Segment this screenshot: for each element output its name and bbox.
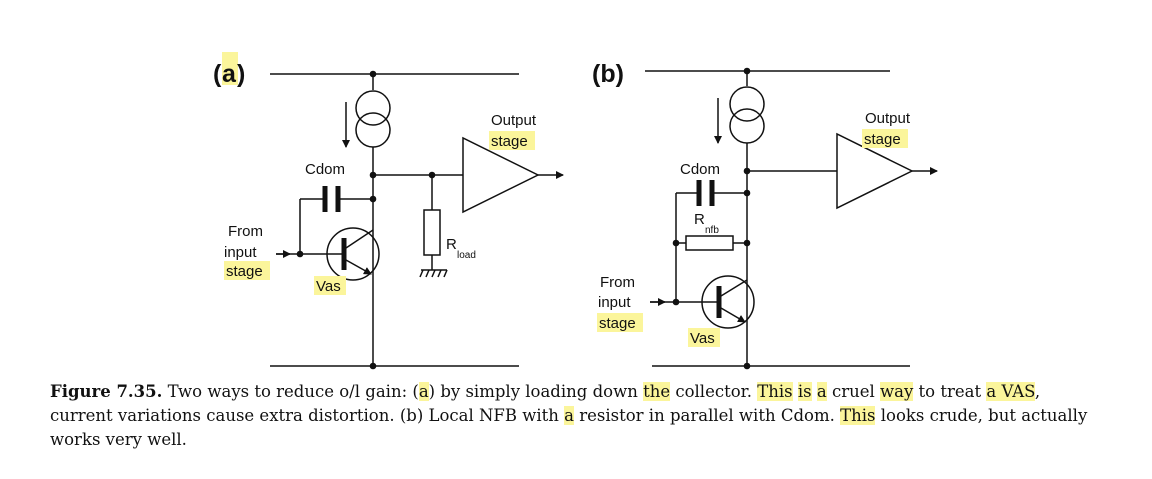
ground-icon xyxy=(419,269,448,278)
rload-subscript: load xyxy=(457,250,476,261)
current-source-a xyxy=(342,74,391,366)
from-label-b: From xyxy=(600,274,635,291)
panel-a-label-close: ) xyxy=(237,60,245,88)
output-label-b: Output xyxy=(865,110,911,127)
caption-text: Two ways to reduce o/l gain: ( xyxy=(162,382,419,401)
cdom-capacitor-a xyxy=(299,186,373,254)
caption-text: to treat xyxy=(913,382,987,401)
output-stage-label-a: stage xyxy=(491,133,528,150)
vas-label-a: Vas xyxy=(316,278,341,295)
rload-label: R xyxy=(446,236,457,253)
caption-highlight: a xyxy=(564,406,574,425)
output-stage-amplifier-a xyxy=(462,136,540,214)
nfb-resistor-b xyxy=(676,235,747,251)
stage-label-b: stage xyxy=(599,315,636,332)
rnfb-label: R xyxy=(694,211,705,228)
caption-highlight: This xyxy=(840,406,876,425)
figure-number: Figure 7.35. xyxy=(50,382,163,401)
output-stage-amplifier-b xyxy=(836,132,914,210)
input-label-b: input xyxy=(598,294,631,311)
cdom-capacitor-b xyxy=(675,180,747,302)
caption-text: , xyxy=(1034,382,1041,401)
figure-caption: Figure 7.35. Two ways to reduce o/l gain… xyxy=(50,380,1130,452)
caption-text: works very well. xyxy=(50,430,187,449)
caption-text: current variations cause extra distortio… xyxy=(50,406,565,425)
caption-highlight: a xyxy=(418,382,429,401)
caption-highlight: way xyxy=(880,382,914,401)
caption-highlight: a xyxy=(816,382,827,401)
from-label-a: From xyxy=(228,223,263,240)
caption-text: collector. xyxy=(670,382,758,401)
cdom-label-b: Cdom xyxy=(680,161,720,178)
stage-label-a: stage xyxy=(226,263,263,280)
rnfb-subscript: nfb xyxy=(705,225,719,236)
output-label-a: Output xyxy=(491,112,537,129)
current-source-b xyxy=(714,71,765,366)
caption-text: looks crude, but actually xyxy=(875,406,1088,425)
panel-a: ( a ) Output stage xyxy=(213,52,564,370)
cdom-label-a: Cdom xyxy=(305,161,345,178)
panel-a-label: a xyxy=(222,60,237,88)
caption-highlight: This xyxy=(757,382,793,401)
vas-label-b: Vas xyxy=(690,330,715,347)
caption-highlight: is xyxy=(797,382,812,401)
caption-text: cruel xyxy=(826,382,880,401)
load-resistor-a xyxy=(419,175,448,278)
input-label-a: input xyxy=(224,244,257,261)
panel-a-label-open: ( xyxy=(213,60,222,88)
caption-highlight: a VAS xyxy=(986,382,1035,401)
panel-b-label: (b) xyxy=(592,60,624,88)
output-stage-label-b: stage xyxy=(864,131,901,148)
panel-b: (b) Output stage Cd xyxy=(592,60,938,370)
caption-text: resistor in parallel with Cdom. xyxy=(574,406,841,425)
caption-highlight: the xyxy=(643,382,671,401)
caption-text: ) by simply loading down xyxy=(428,382,644,401)
